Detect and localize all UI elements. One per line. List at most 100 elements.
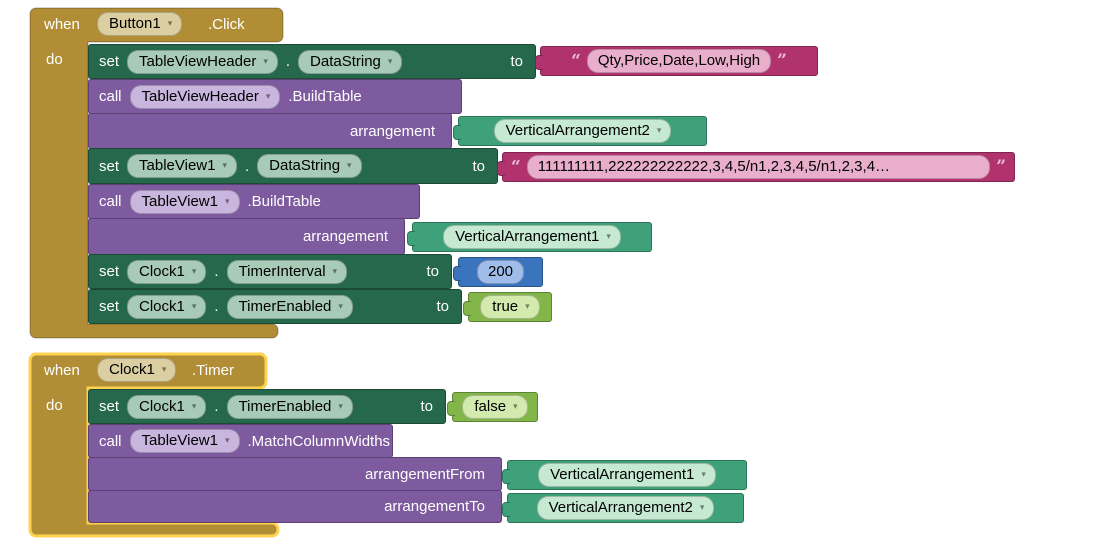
component-value-dropdown[interactable]: VerticalArrangement1 ▾ (538, 463, 716, 487)
event-component-dropdown[interactable]: Button1 ▾ (97, 12, 183, 36)
event-block-frame-selected (28, 352, 280, 538)
to-keyword: to (472, 157, 485, 175)
component-dropdown[interactable]: TableViewHeader ▾ (129, 84, 281, 109)
when-keyword: when (44, 16, 80, 33)
logic-value: true (492, 298, 519, 315)
dropdown-arrow-icon: ▾ (191, 265, 197, 276)
set-tableviewheader-datastring-block[interactable]: set TableViewHeader ▾ . DataString ▾ to (88, 44, 536, 79)
component-name: VerticalArrangement2 (505, 122, 650, 139)
dropdown-arrow-icon: ▾ (387, 55, 393, 66)
component-value-dropdown[interactable]: VerticalArrangement2 ▾ (536, 496, 715, 520)
set-tableview1-datastring-block[interactable]: set TableView1 ▾ . DataString ▾ to (88, 148, 498, 184)
event-component-name: Button1 (109, 15, 161, 32)
verticalarrangement2-component-block[interactable]: VerticalArrangement2 ▾ (453, 116, 707, 146)
dropdown-arrow-icon: ▾ (161, 364, 167, 374)
component-dropdown[interactable]: TableView1 ▾ (127, 154, 237, 178)
property-dropdown[interactable]: TimerEnabled ▾ (226, 394, 353, 419)
logic-true-block[interactable]: true ▾ (463, 292, 552, 322)
verticalarrangement1-component-block[interactable]: VerticalArrangement1 ▾ (502, 460, 747, 490)
do-keyword: do (46, 51, 63, 68)
component-dropdown[interactable]: TableView1 ▾ (129, 189, 240, 214)
set-clock1-timerenabled-false-block[interactable]: set Clock1 ▾ . TimerEnabled ▾ to (88, 389, 446, 424)
dot-label: . (214, 398, 219, 415)
set-clock1-timerinterval-block[interactable]: set Clock1 ▾ . TimerInterval ▾ to (88, 254, 452, 289)
verticalarrangement2-component-block[interactable]: VerticalArrangement2 ▾ (502, 493, 744, 523)
set-keyword: set (99, 53, 120, 70)
component-dropdown[interactable]: Clock1 ▾ (127, 394, 207, 419)
number-value[interactable]: 200 (476, 260, 525, 284)
component-dropdown[interactable]: Clock1 ▾ (127, 294, 207, 319)
dropdown-arrow-icon: ▾ (167, 18, 173, 28)
call-tableview1-matchcolumnwidths-block[interactable]: call TableView1 ▾ .MatchColumnWidths (88, 424, 393, 458)
dot-label: . (214, 298, 219, 315)
dropdown-arrow-icon: ▾ (222, 160, 227, 170)
call-arrangement-param-row[interactable]: arrangement (88, 113, 452, 149)
close-quote-icon: ” (777, 50, 787, 71)
component-dropdown[interactable]: TableView1 ▾ (129, 429, 240, 453)
dropdown-arrow-icon: ▾ (338, 400, 343, 411)
dropdown-arrow-icon: ▾ (265, 90, 271, 101)
dropdown-arrow-icon: ▾ (332, 265, 338, 276)
set-clock1-timerenabled-block[interactable]: set Clock1 ▾ . TimerEnabled ▾ to (88, 289, 462, 324)
component-value-dropdown[interactable]: VerticalArrangement2 ▾ (493, 119, 672, 143)
to-keyword: to (436, 298, 449, 315)
dropdown-arrow-icon: ▾ (191, 300, 197, 311)
call-arrangementto-param-row[interactable]: arrangementTo (88, 490, 502, 523)
call-keyword: call (99, 193, 122, 210)
dot-label: . (214, 263, 219, 280)
call-keyword: call (99, 88, 122, 105)
dropdown-arrow-icon: ▾ (224, 195, 230, 206)
event-name-label: .Click (208, 16, 245, 33)
dropdown-arrow-icon: ▾ (263, 55, 268, 66)
property-dropdown[interactable]: TimerInterval ▾ (226, 259, 348, 284)
set-keyword: set (99, 157, 120, 175)
event-name-label: .Timer (192, 362, 234, 379)
set-keyword: set (99, 298, 120, 315)
property-name: TimerEnabled (238, 397, 332, 415)
logic-value: false (474, 398, 507, 415)
call-tableview1-buildtable-block[interactable]: call TableView1 ▾ .BuildTable (88, 184, 420, 219)
to-keyword: to (426, 263, 439, 280)
text-string-block[interactable]: “ Qty,Price,Date,Low,High ” (535, 46, 818, 76)
text-string-value[interactable]: Qty,Price,Date,Low,High (586, 49, 772, 73)
to-keyword: to (510, 53, 523, 70)
method-name-label: .MatchColumnWidths (247, 432, 391, 450)
dot-label: . (245, 157, 250, 175)
method-name-label: .BuildTable (247, 193, 321, 210)
component-dropdown[interactable]: Clock1 ▾ (127, 259, 207, 284)
event-component-dropdown[interactable]: Clock1 ▾ (97, 358, 177, 382)
component-name: TableView1 (141, 432, 218, 449)
call-keyword: call (99, 432, 122, 450)
property-dropdown[interactable]: DataString ▾ (257, 154, 362, 178)
dropdown-arrow-icon: ▾ (347, 160, 352, 170)
do-keyword: do (46, 397, 63, 414)
event-block-frame (29, 7, 284, 339)
call-arrangement-param-row[interactable]: arrangement (88, 218, 405, 255)
text-string-value[interactable]: 111111111,222222222222,3,4,5/n1,2,3,4,5/… (526, 155, 991, 179)
component-dropdown[interactable]: TableViewHeader ▾ (127, 49, 278, 74)
open-quote-icon: “ (571, 50, 581, 71)
property-dropdown[interactable]: DataString ▾ (298, 49, 403, 74)
dropdown-arrow-icon: ▾ (525, 301, 530, 311)
method-name-label: .BuildTable (288, 88, 362, 105)
to-keyword: to (420, 398, 433, 415)
event-component-name: Clock1 (109, 361, 155, 378)
call-arrangementfrom-param-row[interactable]: arrangementFrom (88, 457, 502, 491)
logic-false-block[interactable]: false ▾ (447, 392, 538, 422)
dropdown-arrow-icon: ▾ (224, 435, 230, 445)
param-label: arrangementTo (384, 498, 485, 515)
logic-value-dropdown[interactable]: true ▾ (480, 295, 540, 319)
when-keyword: when (44, 362, 80, 379)
dropdown-arrow-icon: ▾ (656, 125, 662, 135)
component-value-dropdown[interactable]: VerticalArrangement1 ▾ (443, 225, 621, 249)
set-keyword: set (99, 398, 120, 415)
param-label: arrangement (349, 122, 435, 140)
component-name: TableView1 (141, 192, 218, 210)
verticalarrangement1-component-block[interactable]: VerticalArrangement1 ▾ (407, 222, 652, 252)
component-name: TableViewHeader (139, 52, 257, 70)
logic-value-dropdown[interactable]: false ▾ (462, 395, 528, 419)
number-block[interactable]: 200 (453, 257, 543, 287)
call-tableviewheader-buildtable-block[interactable]: call TableViewHeader ▾ .BuildTable (88, 79, 462, 114)
text-string-block[interactable]: “ 111111111,222222222222,3,4,5/n1,2,3,4,… (497, 152, 1015, 182)
property-dropdown[interactable]: TimerEnabled ▾ (226, 294, 353, 319)
